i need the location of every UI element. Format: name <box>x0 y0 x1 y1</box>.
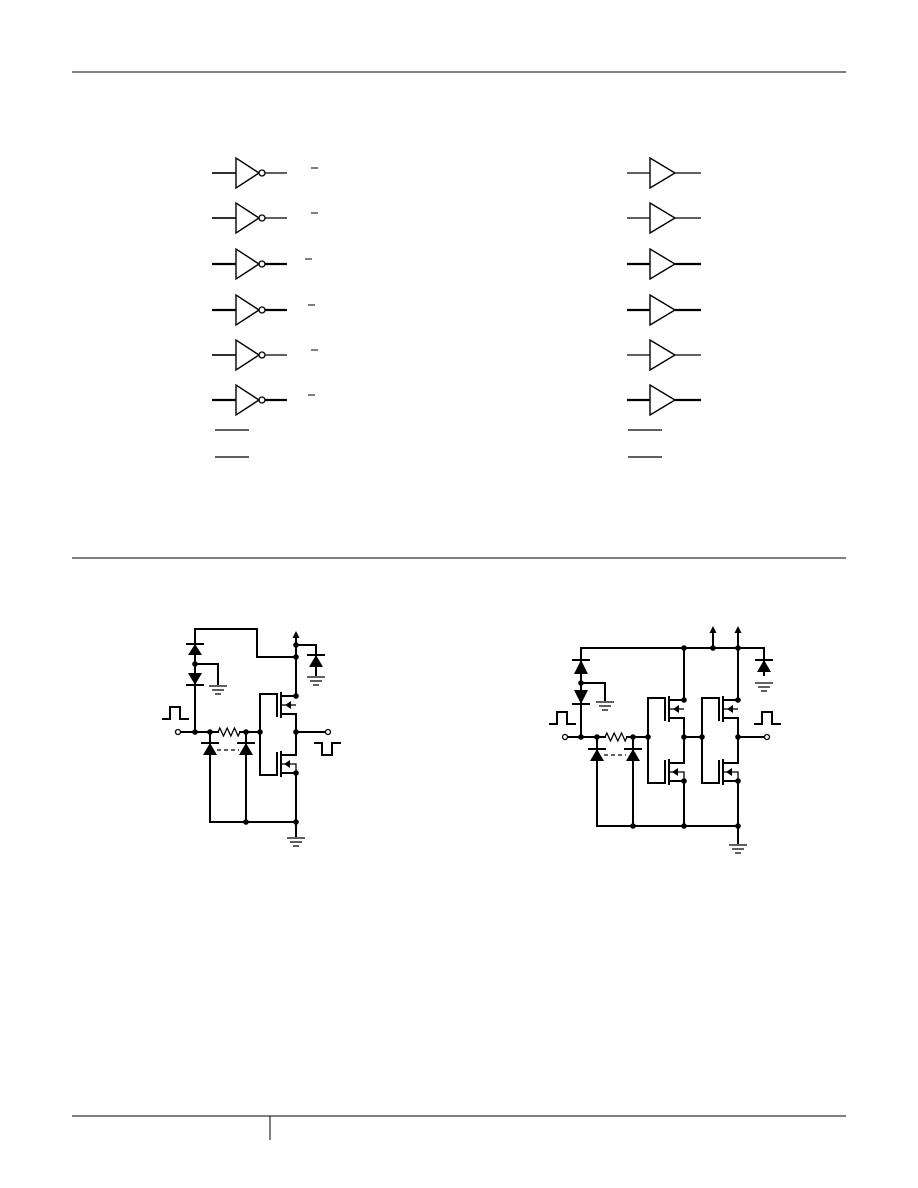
ground-icon <box>209 685 227 695</box>
inverter-gate-icon <box>212 383 287 417</box>
terminal-icon <box>763 733 771 741</box>
inverter-gate-icon <box>212 293 287 327</box>
junction-dot <box>293 693 299 699</box>
buffer-body <box>649 383 677 417</box>
ground-icon <box>596 701 614 711</box>
pmos-arrow-icon <box>285 701 291 709</box>
buffer-gate-icon <box>627 201 701 235</box>
diode-icon <box>309 655 323 667</box>
buffer-body <box>649 338 677 372</box>
junction-dot <box>735 697 741 703</box>
nmos-arrow-icon <box>726 768 732 776</box>
ground-icon <box>729 844 747 854</box>
buffer-gate-icon <box>627 247 701 281</box>
inverter-gate-icon <box>212 201 287 235</box>
diode-icon <box>203 743 217 755</box>
ground-icon <box>307 676 325 686</box>
ground-icon <box>287 837 305 847</box>
gate-bracket <box>647 697 666 784</box>
inversion-bubble <box>258 306 266 314</box>
buffer-body <box>649 201 677 235</box>
wire <box>295 644 317 676</box>
gate-bracket <box>701 697 720 784</box>
negative-pulse-icon <box>314 742 341 756</box>
diode-icon <box>574 660 588 674</box>
ground-icon <box>755 682 773 692</box>
schematic-non-inverting <box>549 626 781 854</box>
wire <box>580 682 606 701</box>
nmos-arrow-icon <box>284 760 290 768</box>
logic-diagrams <box>212 156 701 458</box>
supply-arrow-icon <box>709 626 717 633</box>
inversion-bubble <box>258 214 266 222</box>
buffer-gate-icon <box>627 338 701 372</box>
positive-pulse-icon <box>162 706 189 720</box>
diode-icon <box>757 660 771 672</box>
supply-arrow-icon <box>292 631 300 638</box>
inversion-bubble <box>258 396 266 404</box>
inverter-gate-icon <box>212 247 287 281</box>
diode-icon <box>239 743 253 755</box>
junction-dot <box>578 734 584 740</box>
resistor-icon <box>604 731 628 743</box>
wire <box>194 663 219 685</box>
diode-icon <box>188 644 202 655</box>
pmos-arrow-icon <box>727 705 733 713</box>
gate-bracket <box>259 693 278 776</box>
inversion-bubble <box>258 351 266 359</box>
junction-dot <box>681 697 687 703</box>
wire <box>194 628 297 658</box>
buffer-body <box>649 156 677 190</box>
diode-icon <box>574 690 588 704</box>
positive-pulse-icon <box>549 711 576 725</box>
diode-icon <box>188 673 202 685</box>
inverter-gate-icon <box>212 338 287 372</box>
junction-dot <box>192 729 198 735</box>
pmos-arrow-icon <box>673 705 679 713</box>
wire <box>596 736 739 827</box>
junction-dot <box>293 654 299 660</box>
nmos-arrow-icon <box>672 768 678 776</box>
buffer-body <box>649 247 677 281</box>
terminal-icon <box>561 733 569 741</box>
resistor-icon <box>217 726 241 738</box>
buffer-gate-icon <box>627 293 701 327</box>
positive-pulse-icon <box>754 711 781 725</box>
wire <box>209 731 297 823</box>
supply-arrow-icon <box>734 626 742 633</box>
buffer-gate-icon <box>627 156 701 190</box>
schematic-inverting <box>162 628 341 847</box>
buffer-gate-icon <box>627 383 701 417</box>
inverter-gate-icon <box>212 156 287 190</box>
junction-dot <box>243 819 249 825</box>
terminal-icon <box>174 728 182 736</box>
junction-dot <box>630 823 636 829</box>
inversion-bubble <box>258 260 266 268</box>
terminal-icon <box>324 728 332 736</box>
inversion-bubble <box>258 169 266 177</box>
buffer-body <box>649 293 677 327</box>
wire <box>580 647 765 676</box>
